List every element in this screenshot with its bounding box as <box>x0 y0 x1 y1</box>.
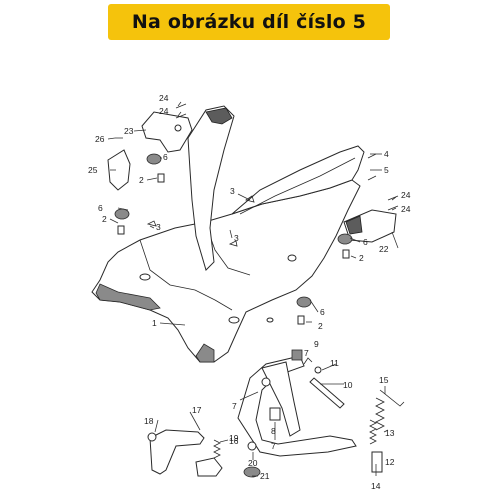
callout-26: 26 <box>95 134 105 144</box>
callout-15: 15 <box>379 375 389 385</box>
side-stand-part <box>147 429 261 478</box>
callout-1: 1 <box>152 318 157 328</box>
callout-24d: 24 <box>401 204 411 214</box>
callout-7b: 7 <box>271 441 276 451</box>
callout-6d: 6 <box>320 307 325 317</box>
callout-2c: 2 <box>318 321 323 331</box>
callout-20: 20 <box>248 458 258 468</box>
callout-2a: 2 <box>139 175 144 185</box>
callout-23: 23 <box>124 126 134 136</box>
callout-7a: 7 <box>232 401 237 411</box>
floor-panel-part <box>91 179 361 363</box>
pivot-hardware-parts <box>269 349 345 421</box>
callout-6c: 6 <box>363 237 368 247</box>
callout-25: 25 <box>88 165 98 175</box>
callout-24b: 24 <box>159 106 169 116</box>
callout-4: 4 <box>384 149 389 159</box>
main-stand-part <box>237 355 357 457</box>
callout-8: 8 <box>271 426 276 436</box>
callout-22: 22 <box>379 244 389 254</box>
callout-9: 9 <box>314 339 319 349</box>
callout-13: 13 <box>385 428 395 438</box>
leader-lines <box>107 101 399 477</box>
callout-12: 12 <box>385 457 395 467</box>
callout-24c: 24 <box>401 190 411 200</box>
callout-11: 11 <box>330 358 339 368</box>
title-banner: Na obrázku díl číslo 5 <box>108 4 390 40</box>
callout-17: 17 <box>192 405 202 415</box>
callout-10: 10 <box>343 380 353 390</box>
callout-24a: 24 <box>159 93 169 103</box>
bracket-part-22 <box>343 209 397 243</box>
callout-6a: 6 <box>163 152 168 162</box>
bracket-part-23 <box>141 111 193 153</box>
cover-part-25 <box>107 149 131 191</box>
callout-2b: 2 <box>102 214 107 224</box>
callout-14: 14 <box>371 481 381 491</box>
callout-18: 18 <box>144 416 154 426</box>
bolt-parts <box>117 173 350 325</box>
callout-labels: 1 2 2 2 2 3 3 3 4 5 6 6 6 6 7 7 7 8 9 10… <box>88 93 411 491</box>
callout-21: 21 <box>260 471 270 481</box>
banner-title: Na obrázku díl číslo 5 <box>131 11 367 33</box>
callout-6b: 6 <box>98 203 103 213</box>
callout-7c: 7 <box>304 348 309 358</box>
callout-2d: 2 <box>359 253 364 263</box>
callout-3b: 3 <box>234 233 239 243</box>
leg-shield-part <box>187 105 365 271</box>
callout-3c: 3 <box>156 222 161 232</box>
screw-parts <box>115 103 399 365</box>
callout-16: 16 <box>229 436 239 446</box>
callout-3a: 3 <box>230 186 235 196</box>
callout-5: 5 <box>384 165 389 175</box>
callout-19: 19 <box>229 433 239 443</box>
spring-parts <box>213 389 405 473</box>
